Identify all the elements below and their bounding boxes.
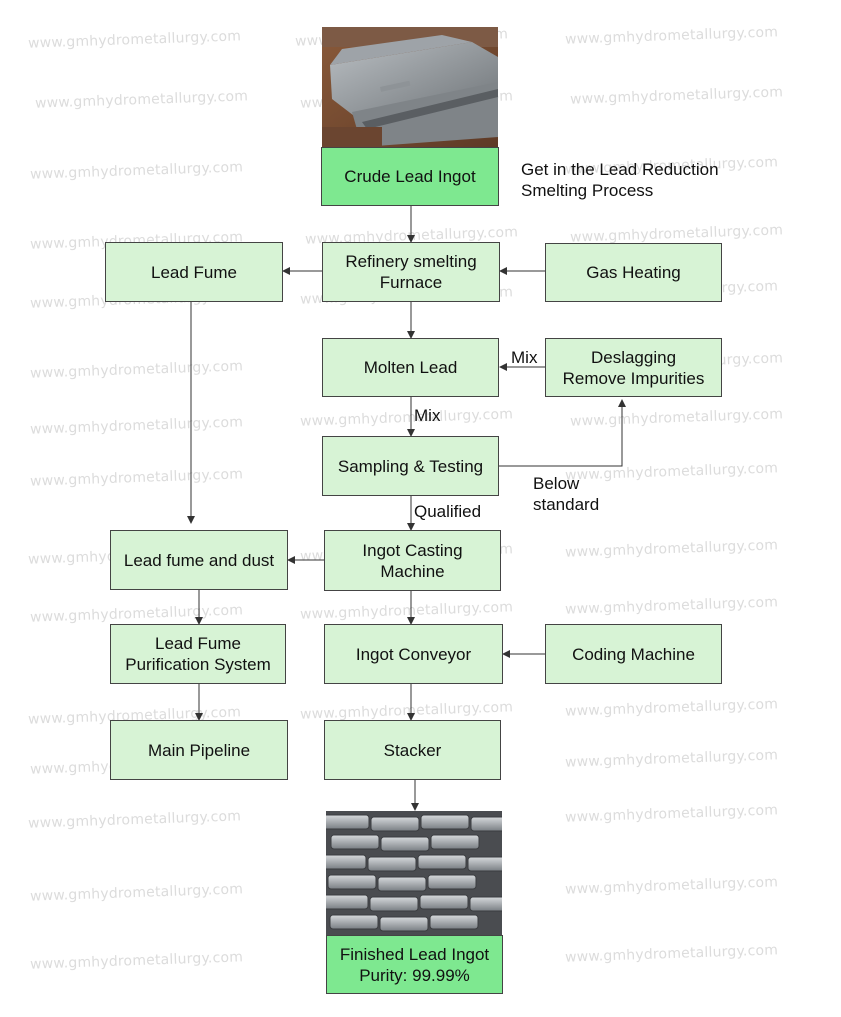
box-crude-lead-ingot: Crude Lead Ingot xyxy=(321,147,499,206)
box-ingot-conveyor: Ingot Conveyor xyxy=(324,624,503,684)
label-get-in-process: Get in the Lead Reduction Smelting Proce… xyxy=(521,160,719,200)
label-qualified: Qualified xyxy=(414,502,482,521)
label-mix-left: Mix xyxy=(511,348,538,367)
box-sampling-testing: Sampling & Testing xyxy=(322,436,499,496)
box-lead-fume: Lead Fume xyxy=(105,242,283,302)
box-ingot-casting: Ingot Casting Machine xyxy=(324,530,501,591)
label-mix-down: Mix xyxy=(414,406,441,425)
box-deslagging: Deslagging Remove Impurities xyxy=(545,338,722,397)
arrow-sampling-to-deslagging xyxy=(499,399,626,467)
box-refinery-furnace: Refinery smelting Furnace xyxy=(322,242,500,302)
finished-lead-ingot-photo xyxy=(326,811,502,935)
box-finished-lead-ingot: Finished Lead Ingot Purity: 99.99% xyxy=(326,935,503,994)
box-gas-heating: Gas Heating xyxy=(545,243,722,302)
box-lead-fume-dust: Lead fume and dust xyxy=(110,530,288,590)
crude-lead-ingot-photo xyxy=(322,27,498,147)
box-main-pipeline: Main Pipeline xyxy=(110,720,288,780)
box-coding-machine: Coding Machine xyxy=(545,624,722,684)
box-stacker: Stacker xyxy=(324,720,501,780)
box-molten-lead: Molten Lead xyxy=(322,338,499,397)
box-purification: Lead Fume Purification System xyxy=(110,624,286,684)
label-below-standard: Below standard xyxy=(533,474,600,514)
